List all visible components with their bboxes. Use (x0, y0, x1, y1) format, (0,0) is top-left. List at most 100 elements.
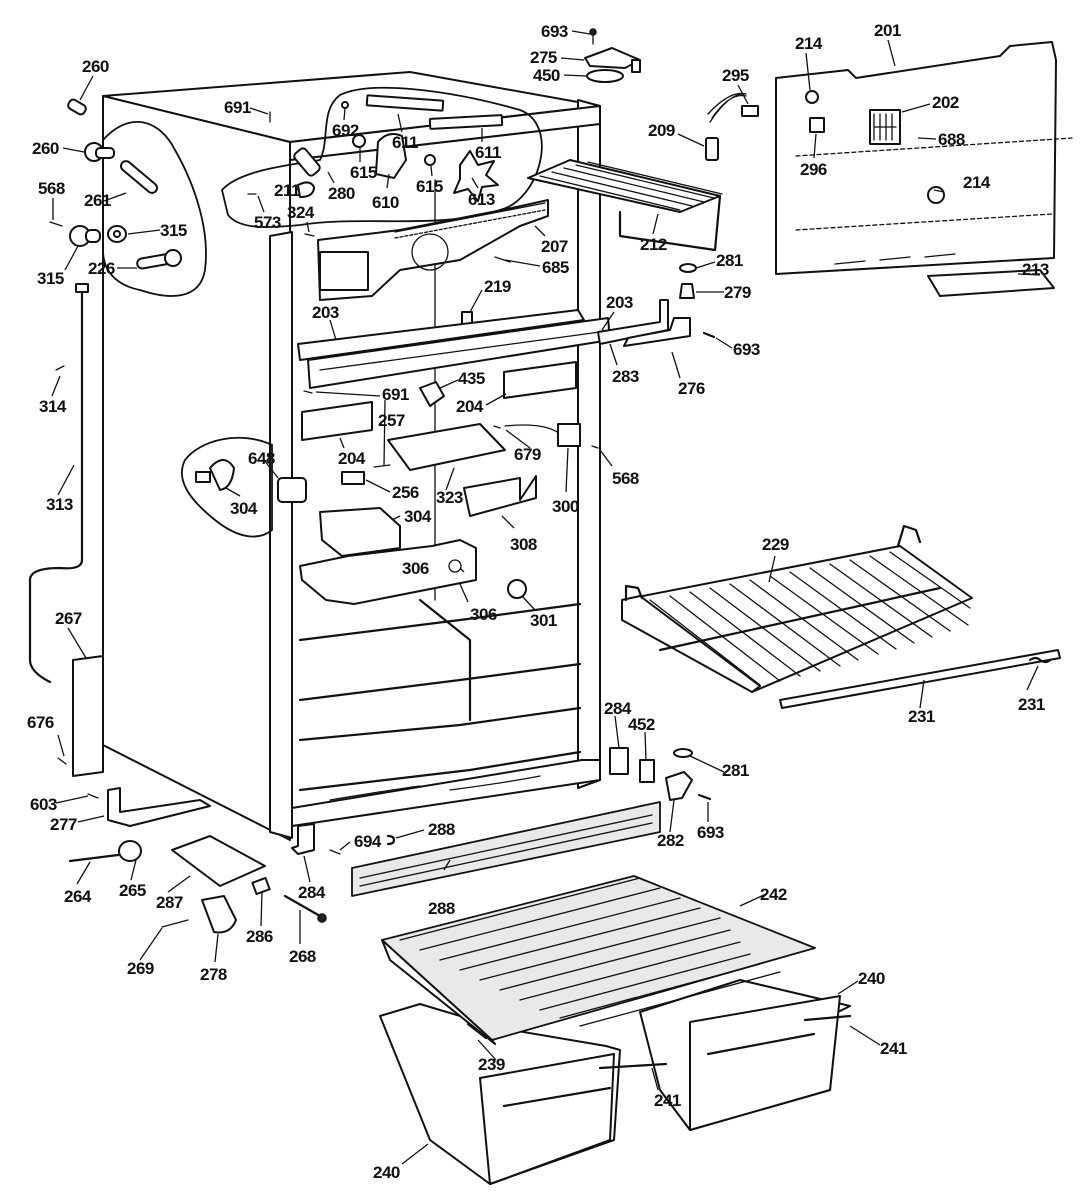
part-label-611[interactable]: 611 (392, 133, 418, 152)
part-label-214[interactable]: 214 (795, 34, 823, 53)
part-label-231[interactable]: 231 (908, 707, 935, 726)
knob-301 (507, 579, 527, 599)
part-label-573[interactable]: 573 (254, 213, 281, 232)
part-label-202[interactable]: 202 (932, 93, 959, 112)
part-label-212[interactable]: 212 (640, 235, 667, 254)
part-label-693[interactable]: 693 (697, 823, 724, 842)
part-label-603[interactable]: 603 (30, 795, 57, 814)
part-label-693[interactable]: 693 (541, 22, 568, 41)
part-label-204[interactable]: 204 (338, 449, 366, 468)
part-label-323[interactable]: 323 (436, 488, 463, 507)
part-label-201[interactable]: 201 (874, 21, 901, 40)
part-label-296[interactable]: 296 (800, 160, 827, 179)
part-label-211[interactable]: 211 (274, 181, 300, 200)
part-label-240[interactable]: 240 (858, 969, 885, 988)
part-label-282[interactable]: 282 (657, 831, 684, 850)
part-label-281[interactable]: 281 (722, 761, 749, 780)
screw-679 (493, 425, 501, 429)
part-label-306[interactable]: 306 (470, 605, 497, 624)
part-label-284[interactable]: 284 (298, 883, 326, 902)
part-label-260[interactable]: 260 (32, 139, 59, 158)
part-label-314[interactable]: 314 (39, 397, 67, 416)
part-label-450[interactable]: 450 (533, 66, 560, 85)
part-label-568[interactable]: 568 (38, 179, 65, 198)
part-label-269[interactable]: 269 (127, 959, 154, 978)
part-label-213[interactable]: 213 (1022, 260, 1049, 279)
part-label-239[interactable]: 239 (478, 1055, 505, 1074)
part-label-278[interactable]: 278 (200, 965, 227, 984)
part-label-304[interactable]: 304 (230, 499, 258, 518)
part-label-209[interactable]: 209 (648, 121, 675, 140)
part-label-276[interactable]: 276 (678, 379, 705, 398)
part-label-295[interactable]: 295 (722, 66, 749, 85)
part-label-277[interactable]: 277 (50, 815, 77, 834)
part-label-306[interactable]: 306 (402, 559, 429, 578)
part-label-260[interactable]: 260 (82, 57, 109, 76)
part-label-256[interactable]: 256 (392, 483, 419, 502)
part-label-615[interactable]: 615 (350, 163, 377, 182)
part-label-610[interactable]: 610 (372, 193, 399, 212)
part-label-615[interactable]: 615 (416, 177, 443, 196)
part-label-286[interactable]: 286 (246, 927, 273, 946)
part-label-308[interactable]: 308 (510, 535, 537, 554)
part-label-261[interactable]: 261 (84, 191, 111, 210)
part-label-214[interactable]: 214 (963, 173, 991, 192)
part-label-281[interactable]: 281 (716, 251, 743, 270)
part-label-315[interactable]: 315 (160, 221, 187, 240)
part-label-283[interactable]: 283 (612, 367, 639, 386)
part-label-226[interactable]: 226 (88, 259, 115, 278)
part-label-288[interactable]: 288 (428, 820, 455, 839)
part-label-676[interactable]: 676 (27, 713, 54, 732)
part-label-300[interactable]: 300 (552, 497, 579, 516)
part-label-265[interactable]: 265 (119, 881, 146, 900)
part-label-219[interactable]: 219 (484, 277, 511, 296)
part-label-241[interactable]: 241 (654, 1091, 681, 1110)
pin-269 (161, 919, 189, 928)
part-label-313[interactable]: 313 (46, 495, 73, 514)
wire-harness-295 (707, 92, 747, 123)
part-label-648[interactable]: 648 (248, 449, 275, 468)
center-hinge-276 (623, 317, 691, 347)
part-label-679[interactable]: 679 (514, 445, 541, 464)
part-label-264[interactable]: 264 (64, 887, 92, 906)
part-label-257[interactable]: 257 (378, 411, 405, 430)
part-label-452[interactable]: 452 (628, 715, 655, 734)
part-label-268[interactable]: 268 (289, 947, 316, 966)
part-label-267[interactable]: 267 (55, 609, 82, 628)
part-label-280[interactable]: 280 (328, 184, 355, 203)
leader-lines (51, 30, 1041, 1165)
part-label-240[interactable]: 240 (373, 1163, 400, 1182)
part-label-279[interactable]: 279 (724, 283, 751, 302)
part-label-692[interactable]: 692 (332, 121, 359, 140)
screw-603 (87, 793, 99, 799)
evaporator-cover-207 (317, 199, 549, 301)
part-label-611[interactable]: 611 (475, 143, 501, 162)
front-right-stile (577, 99, 601, 789)
part-label-613[interactable]: 613 (468, 190, 495, 209)
part-label-204[interactable]: 204 (456, 397, 484, 416)
cabinet-left-side (102, 95, 291, 841)
part-label-691[interactable]: 691 (224, 98, 251, 117)
part-label-568[interactable]: 568 (612, 469, 639, 488)
part-label-207[interactable]: 207 (541, 237, 568, 256)
part-label-284[interactable]: 284 (604, 699, 632, 718)
part-label-231[interactable]: 231 (1018, 695, 1045, 714)
part-label-315[interactable]: 315 (37, 269, 64, 288)
part-label-203[interactable]: 203 (312, 303, 339, 322)
part-label-691[interactable]: 691 (382, 385, 409, 404)
part-label-688[interactable]: 688 (938, 130, 965, 149)
part-label-304[interactable]: 304 (404, 507, 432, 526)
part-label-275[interactable]: 275 (530, 48, 557, 67)
part-label-241[interactable]: 241 (880, 1039, 907, 1058)
part-label-694[interactable]: 694 (354, 832, 382, 851)
part-label-301[interactable]: 301 (530, 611, 557, 630)
part-label-203[interactable]: 203 (606, 293, 633, 312)
part-label-288[interactable]: 288 (428, 899, 455, 918)
part-label-685[interactable]: 685 (542, 258, 569, 277)
part-label-287[interactable]: 287 (156, 893, 183, 912)
part-label-324[interactable]: 324 (287, 203, 315, 222)
part-label-693[interactable]: 693 (733, 340, 760, 359)
part-label-242[interactable]: 242 (760, 885, 787, 904)
part-label-435[interactable]: 435 (458, 369, 485, 388)
part-label-229[interactable]: 229 (762, 535, 789, 554)
